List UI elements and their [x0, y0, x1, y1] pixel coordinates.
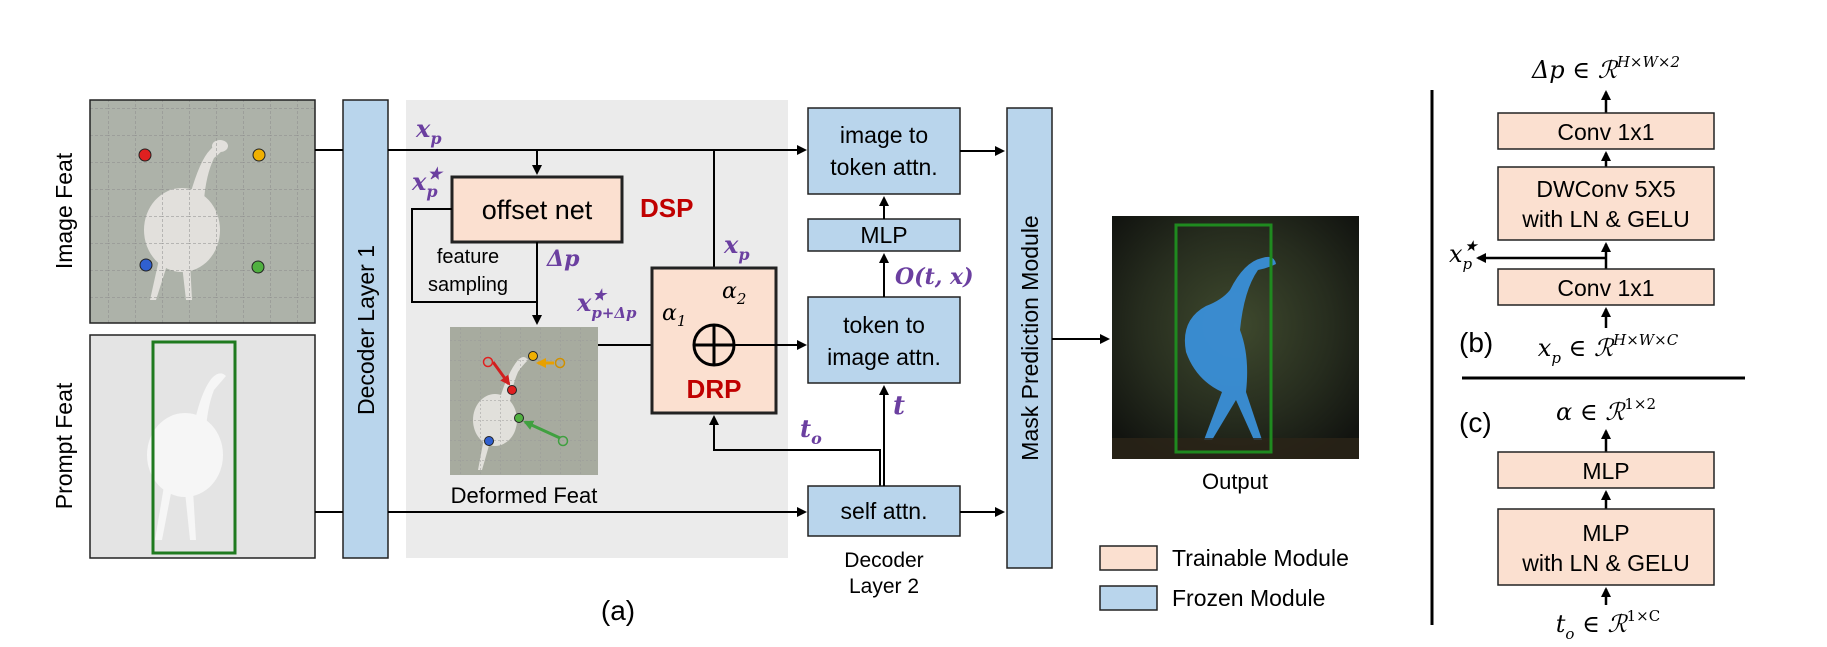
decoder-layer-2-line2: Layer 2: [849, 575, 919, 598]
c-mlp-bottom-line1: MLP: [1582, 520, 1629, 546]
drp-label: DRP: [687, 374, 742, 404]
mlp-box: [807, 218, 961, 252]
to-feedback-arrow: [709, 415, 881, 486]
panel-c-bottom-formula: to ∈ ℛ1×C: [1556, 607, 1660, 643]
c-mlp-top-box: [1497, 451, 1715, 489]
b-conv-top-label: Conv 1x1: [1557, 119, 1654, 145]
c-mlp-bottom-line2: with LN & GELU: [1521, 550, 1689, 576]
output-image: [1112, 216, 1359, 459]
legend-frozen-swatch: [1099, 585, 1158, 611]
feature-label: feature: [437, 246, 499, 268]
prompt-feature-map: [89, 334, 316, 559]
green-point: [251, 260, 265, 274]
delta-p-label: Δp: [546, 246, 580, 272]
self-attn-label: self attn.: [841, 498, 928, 524]
caption-b: (b): [1459, 327, 1493, 358]
mlp-label: MLP: [860, 222, 907, 248]
dsp-label: DSP: [640, 193, 693, 223]
c-mlp-top-label: MLP: [1582, 458, 1629, 484]
prompt-bbox: [151, 340, 237, 555]
offset-net-label: offset net: [482, 195, 593, 225]
segmentation-mask: [1184, 256, 1276, 440]
b-conv-bottom-label: Conv 1x1: [1557, 275, 1654, 301]
mask-prediction-module: [1006, 107, 1053, 569]
output-label: Output: [1202, 469, 1268, 494]
offset-net-box: [450, 175, 624, 244]
legend-trainable-swatch: [1099, 545, 1158, 571]
sampling-label: sampling: [428, 274, 508, 296]
legend-trainable-label: Trainable Module: [1172, 545, 1349, 571]
o-tx-label: O(t, x): [895, 264, 974, 290]
caption-c: (c): [1459, 407, 1492, 438]
t-label: t: [893, 391, 905, 421]
token-to-image-attn-box: [807, 296, 961, 384]
caption-a: (a): [601, 595, 635, 626]
red-point: [138, 148, 152, 162]
b-dwconv-line2: with LN & GELU: [1521, 206, 1689, 232]
b-xp-star-label: xp★: [1449, 237, 1479, 273]
mask-prediction-label: Mask Prediction Module: [1017, 215, 1043, 460]
yellow-point: [252, 148, 266, 162]
image-to-token-line2: token attn.: [830, 154, 937, 180]
deformed-feature-map: [450, 327, 598, 475]
blue-point: [139, 258, 153, 272]
b-conv-top-box: [1497, 112, 1715, 150]
green-offset-arrow: [523, 420, 561, 440]
b-conv-bottom-box: [1497, 268, 1715, 306]
feature-sampling-path: [411, 208, 542, 325]
output-bbox: [1174, 223, 1273, 454]
image-to-token-line1: image to: [840, 122, 928, 148]
prompt-feat-label: Prompt Feat: [51, 382, 77, 509]
to-label: to: [800, 414, 822, 448]
b-dwconv-box: [1497, 166, 1715, 241]
panel-b-top-formula: Δp ∈ ℛH×W×2: [1531, 53, 1680, 84]
image-to-token-attn-box: [807, 107, 961, 195]
deformed-feat-label: Deformed Feat: [451, 483, 598, 508]
decoder-layer-1-label: Decoder Layer 1: [353, 245, 379, 415]
image-feature-map: [89, 99, 316, 324]
legend-frozen-label: Frozen Module: [1172, 585, 1325, 611]
image-feat-label: Image Feat: [51, 152, 77, 269]
b-dwconv-line1: DWConv 5X5: [1536, 176, 1675, 202]
token-to-image-line2: image attn.: [827, 344, 941, 370]
decoder-layer-2-line1: Decoder: [844, 549, 923, 572]
red-offset-arrow: [491, 361, 511, 386]
panel-c-top-formula: α ∈ ℛ1×2: [1556, 395, 1656, 426]
decoder-layer-1: [342, 99, 389, 559]
token-to-image-line1: token to: [843, 312, 925, 338]
prompt-bird-silhouette: [147, 373, 226, 540]
c-mlp-bottom-box: [1497, 508, 1715, 586]
panel-b-bottom-formula: xp ∈ ℛH×W×C: [1538, 331, 1679, 367]
